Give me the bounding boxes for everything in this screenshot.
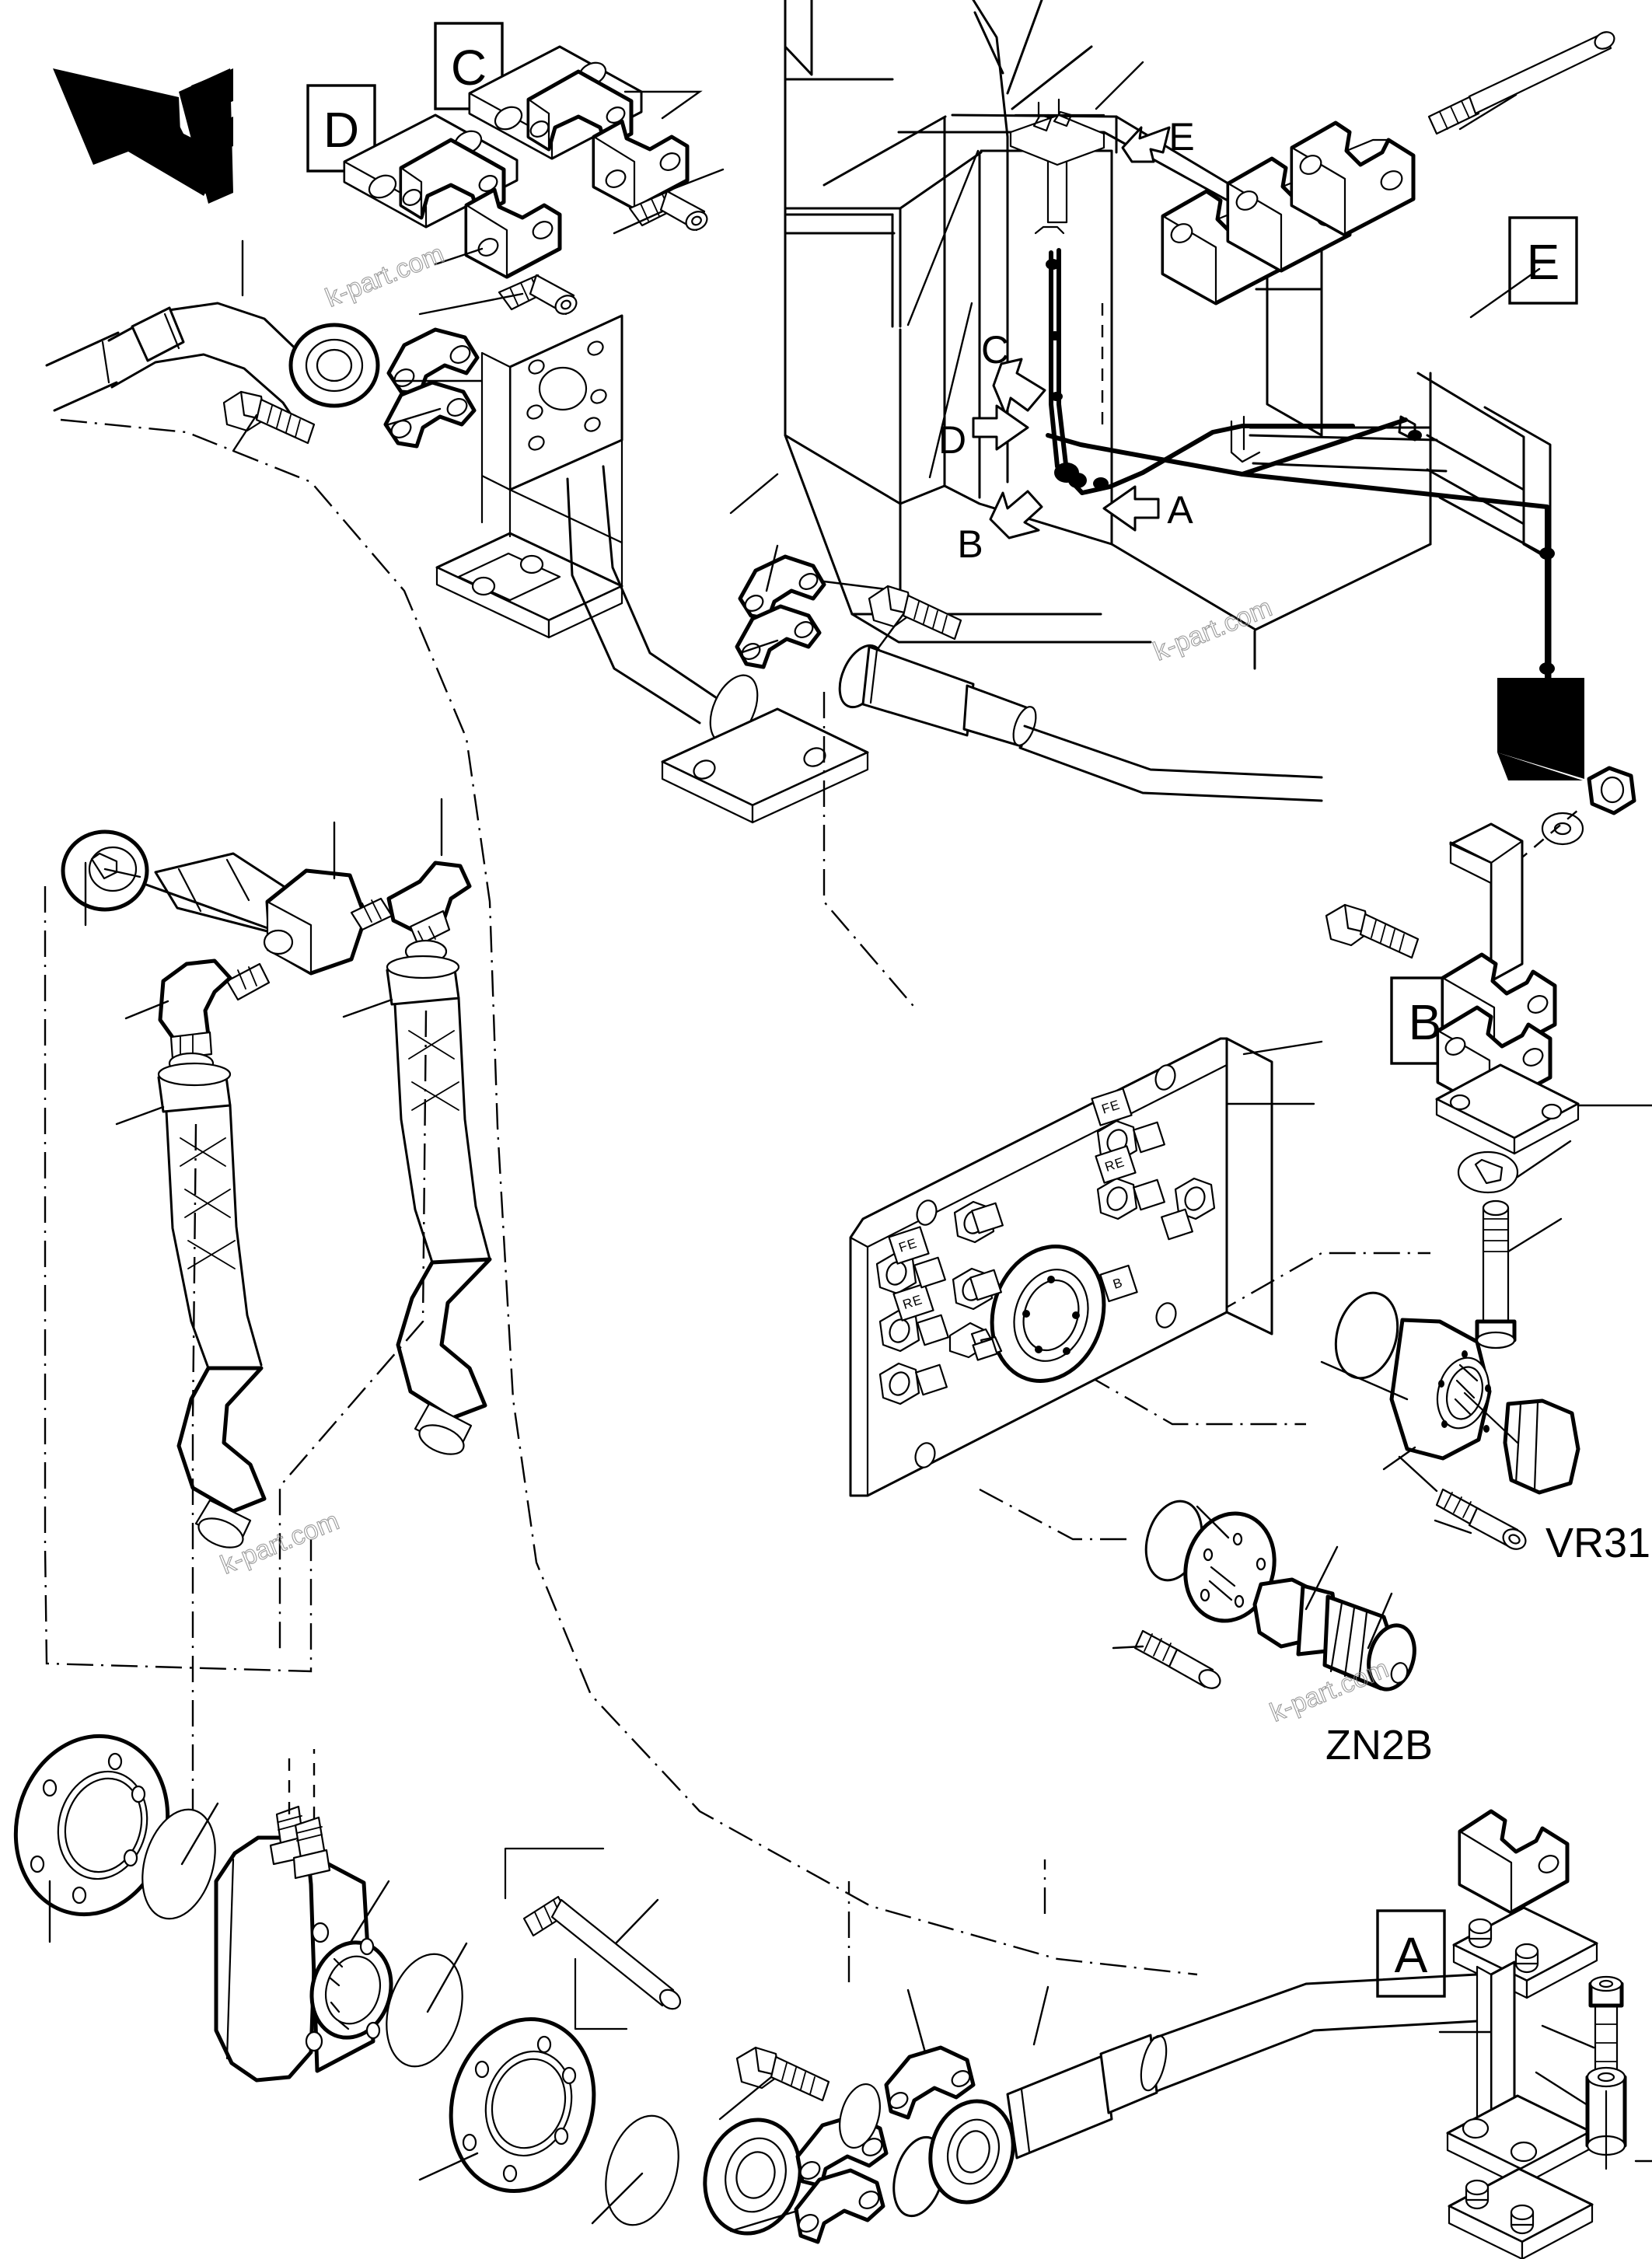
coupling-body [1389, 1318, 1492, 1461]
elbow-fitting-upper-right [350, 861, 472, 964]
callout-label-B-mid: B [957, 522, 983, 566]
long-bolt-b [1475, 1199, 1517, 1349]
angle-bracket-b [1449, 822, 1524, 983]
callout-label-D-mid: D [938, 418, 966, 462]
washer-cap-left [61, 829, 149, 912]
socket-bolt-vr316 [1435, 1488, 1527, 1550]
hex-body-block [263, 868, 368, 976]
callout-arrow-D-mid: D [938, 404, 1029, 462]
socket-bolt-zn2b [1133, 1629, 1221, 1689]
callout-arrow-E-upper: E [1121, 115, 1195, 163]
clamp-group-upper-right [1161, 31, 1615, 306]
machine-frame-body [784, 0, 1584, 780]
swivel-fitting-left [61, 798, 472, 1075]
lock-washer-b [1457, 1150, 1519, 1194]
pump-ports-top [269, 1805, 331, 1880]
split-flange-clamp-upper-left [386, 327, 480, 396]
hex-bolt-bottom-center [735, 2046, 830, 2102]
clamp-bracket-b-right [1325, 766, 1652, 1349]
hex-bolt-bracket-b [1325, 903, 1420, 959]
part-code-vr316: VR316 [1545, 1520, 1652, 1566]
clamp-group-upper-left [343, 45, 725, 316]
clamp-half-a-top [1458, 1809, 1570, 1915]
panel-port-tags: FE RE FE RE B [888, 1088, 1193, 1396]
fitting-zn2b: ZN2B [1112, 1500, 1433, 1768]
stand-plate-mid [1446, 2094, 1592, 2187]
long-bolt-pump [522, 1895, 682, 2010]
part-code-zn2b: ZN2B [1325, 1722, 1433, 1768]
forward-direction-letter-f [179, 68, 233, 204]
pump-flange-right [449, 2017, 596, 2193]
bottom-center-flange-group [703, 1973, 1479, 2244]
coupling-vr316: VR316 [1320, 1291, 1652, 1566]
panel-fitting-col-left [875, 1252, 920, 1405]
split-flange-clamp-bottom-right-a [884, 2045, 976, 2120]
elbow-fitting-lower-left [158, 958, 271, 1075]
callout-label-C-mid: C [981, 328, 1009, 372]
valve-block-panel: FE RE FE RE B [849, 1037, 1323, 1497]
hex-nut-b [1587, 766, 1636, 815]
rod-cylinder-bottom [884, 1973, 1479, 2218]
panel-round-port [990, 1245, 1106, 1383]
mid-flange-clamp-group [661, 544, 1323, 824]
flange-ring-left [288, 323, 380, 408]
coupling-cap [1503, 1398, 1580, 1495]
stand-plate-upper [1452, 1906, 1598, 1999]
stand-bracket-a [1438, 1809, 1652, 2259]
socket-bolt-upper [628, 190, 708, 232]
watermark-1: k-part.com [321, 239, 448, 312]
mounting-bracket-left [435, 314, 623, 639]
motor-pump-bottom-left [13, 1734, 682, 2226]
detail-box-D-label: D [323, 102, 359, 158]
socket-bolt-upper-right [1427, 31, 1615, 135]
braided-hose-right [386, 955, 492, 1455]
callout-label-A-mid: A [1167, 488, 1193, 532]
port-tag-B-right: B [1111, 1275, 1125, 1292]
callout-arrow-A-mid: A [1102, 485, 1193, 532]
detail-box-A-label: A [1395, 1927, 1428, 1983]
pump-flange-left [13, 1734, 170, 1917]
detail-box-B-label: B [1409, 994, 1442, 1050]
flange-ring-bottom [703, 2118, 802, 2236]
socket-bolt-lower [498, 274, 578, 316]
zn2b-flange-disc [1183, 1511, 1277, 1623]
cylinder-rod-assembly [838, 644, 1323, 802]
pump-body [214, 1835, 393, 2083]
split-flange-clamp-bottom-b [794, 2168, 885, 2244]
hex-bolt-flange-left [222, 390, 316, 445]
stand-plate-bottom [1448, 2167, 1594, 2259]
clamp-mate-lower-d [464, 187, 562, 279]
callout-arrow-B-mid: B [957, 490, 1043, 566]
clamp-base-plate-b [1435, 1063, 1580, 1155]
detail-box-E: E [1508, 216, 1578, 305]
hose-flange-bracket-left [45, 239, 779, 744]
clamp-mate-upper-c [592, 119, 690, 211]
braided-hose-left [157, 1062, 267, 1548]
detail-box-E-label: E [1527, 234, 1560, 290]
callout-label-E-upper: E [1168, 115, 1194, 159]
hex-bolt-mid [868, 585, 962, 641]
hose-assembly-left [115, 955, 492, 1873]
clamp-pair-e-3 [1290, 120, 1416, 237]
split-flange-clamp-lower-left [383, 380, 477, 449]
flat-strip-plate [661, 707, 869, 824]
flange-ring-bottom-right [928, 2099, 1015, 2205]
zn2b-body [1252, 1577, 1416, 1692]
callout-arrow-C-mid: C [981, 328, 1046, 417]
detail-box-A: A [1376, 1909, 1446, 1998]
